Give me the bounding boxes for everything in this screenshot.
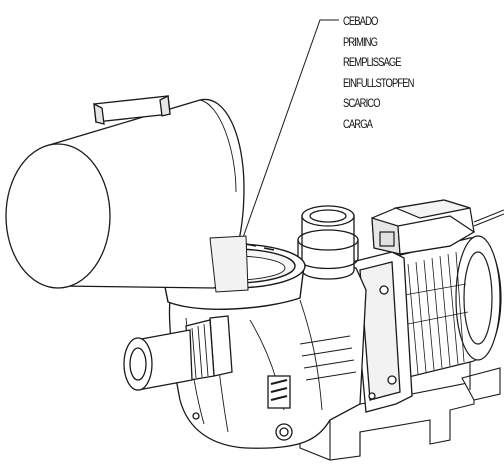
callout-label-carga: CARGA [343,118,373,131]
callout-label-priming: PRIMING [343,36,378,49]
discharge-pipe [297,205,359,280]
pump-base [299,290,501,461]
suction-union [123,315,233,391]
motor-flange [351,251,413,413]
brand-plate [267,375,291,409]
callout-label-cebado: CEBADO [343,16,378,28]
callout-leader [239,19,339,247]
callout-label-remplissage: REMPLISSAGE [343,57,402,69]
pump-lid [5,95,249,293]
junction-box [371,199,504,255]
callout-label-scarico: SCARICO [343,98,381,110]
callout-label-list: CEBADO PRIMING REMPLISSAGE EINFULLSTOPFE… [343,12,429,135]
callout-label-einfullstopfen: EINFULLSTOPFEN [343,77,414,90]
